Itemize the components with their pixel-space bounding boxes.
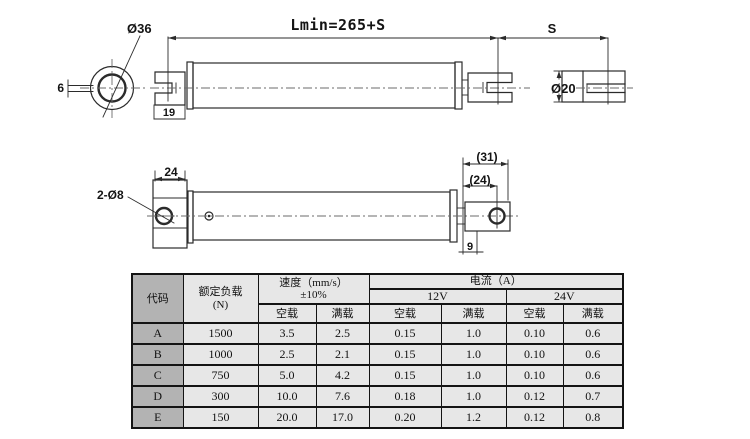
cell-i24-full: 0.8 (562, 406, 624, 430)
dim-label-block-width: 24 (164, 165, 178, 179)
cell-speed-noload: 2.5 (257, 343, 317, 367)
cell-i12-noload: 0.18 (368, 385, 442, 409)
table-row: B 1000 2.5 2.1 0.15 1.0 0.10 0.6 (131, 343, 624, 367)
cell-speed-noload: 10.0 (257, 385, 317, 409)
cell-i12-noload: 0.15 (368, 364, 442, 388)
cell-speed-full: 2.5 (315, 322, 370, 346)
cell-i12-full: 1.0 (440, 322, 507, 346)
cell-i24-full: 0.7 (562, 385, 624, 409)
dim-label-stroke: S (548, 21, 557, 36)
cell-load: 150 (182, 406, 259, 430)
table-row: C 750 5.0 4.2 0.15 1.0 0.10 0.6 (131, 364, 624, 388)
header-24v-fullload: 满载 (562, 303, 624, 325)
cell-i24-full: 0.6 (562, 343, 624, 367)
header-speed-line2: ±10% (300, 289, 327, 302)
spec-table-container: 代码 额定负载 (N) 速度（mm/s） ±10% 电流（A） 12V 24V … (131, 272, 625, 430)
header-rated-load: 额定负载 (N) (182, 272, 259, 325)
cell-speed-full: 7.6 (315, 385, 370, 409)
header-24v: 24V (505, 287, 624, 306)
cell-i12-noload: 0.15 (368, 322, 442, 346)
cell-i24-noload: 0.12 (505, 406, 564, 430)
cell-i24-noload: 0.10 (505, 364, 564, 388)
cell-load: 1000 (182, 343, 259, 367)
cell-code: E (131, 406, 184, 430)
cell-i12-noload: 0.15 (368, 343, 442, 367)
header-12v-noload: 空载 (368, 303, 442, 325)
cell-i12-noload: 0.20 (368, 406, 442, 430)
cell-speed-full: 4.2 (315, 364, 370, 388)
table-row: D 300 10.0 7.6 0.18 1.0 0.12 0.7 (131, 385, 624, 409)
header-12v-fullload: 满载 (440, 303, 507, 325)
header-24v-noload: 空载 (505, 303, 564, 325)
cell-load: 300 (182, 385, 259, 409)
header-speed: 速度（mm/s） ±10% (257, 272, 370, 306)
header-current: 电流（A） (368, 273, 624, 290)
cell-i24-full: 0.6 (562, 322, 624, 346)
cell-i12-full: 1.2 (440, 406, 507, 430)
header-12v: 12V (368, 287, 507, 306)
cell-i24-noload: 0.10 (505, 343, 564, 367)
header-code: 代码 (131, 272, 184, 325)
cell-load: 750 (182, 364, 259, 388)
cell-speed-full: 17.0 (315, 406, 370, 430)
cell-speed-full: 2.1 (315, 343, 370, 367)
dim-label-length: Lmin=265+S (290, 16, 385, 34)
dim-label-offset: 9 (467, 241, 473, 253)
dim-label-rod-end-diameter: Ø20 (551, 81, 576, 96)
header-speed-noload: 空载 (257, 303, 317, 325)
header-rated-load-line2: (N) (212, 298, 229, 311)
dim-label-flat: 6 (57, 81, 64, 95)
cell-i24-noload: 0.12 (505, 385, 564, 409)
cell-code: C (131, 364, 184, 388)
header-speed-fullload: 满载 (315, 303, 370, 325)
cell-speed-noload: 3.5 (257, 322, 317, 346)
spec-table: 代码 额定负载 (N) 速度（mm/s） ±10% 电流（A） 12V 24V … (131, 272, 625, 430)
side-view-geometry (127, 157, 520, 255)
header-rated-load-line1: 额定负载 (198, 286, 243, 299)
cell-i24-full: 0.6 (562, 364, 624, 388)
dim-label-pin-len: (24) (469, 173, 490, 187)
table-row: A 1500 3.5 2.5 0.15 1.0 0.10 0.6 (131, 322, 624, 346)
cell-load: 1500 (182, 322, 259, 346)
cell-i12-full: 1.0 (440, 385, 507, 409)
dim-label-holes: 2-Ø8 (97, 188, 124, 202)
cell-code: D (131, 385, 184, 409)
dim-label-front-diameter: Ø36 (127, 21, 152, 36)
header-speed-line1: 速度（mm/s） (279, 276, 348, 289)
technical-drawing: Ø36 Lmin=265+S S 6 19 Ø20 (57, 16, 633, 255)
cell-code: B (131, 343, 184, 367)
dim-label-ext-len: (31) (476, 150, 497, 164)
cell-speed-noload: 20.0 (257, 406, 317, 430)
cell-i12-full: 1.0 (440, 343, 507, 367)
cell-code: A (131, 322, 184, 346)
table-row: E 150 20.0 17.0 0.20 1.2 0.12 0.8 (131, 406, 624, 430)
dim-label-clevis-width: 19 (163, 107, 175, 119)
cell-i24-noload: 0.10 (505, 322, 564, 346)
cell-i12-full: 1.0 (440, 364, 507, 388)
top-view-geometry (67, 35, 633, 120)
cell-speed-noload: 5.0 (257, 364, 317, 388)
